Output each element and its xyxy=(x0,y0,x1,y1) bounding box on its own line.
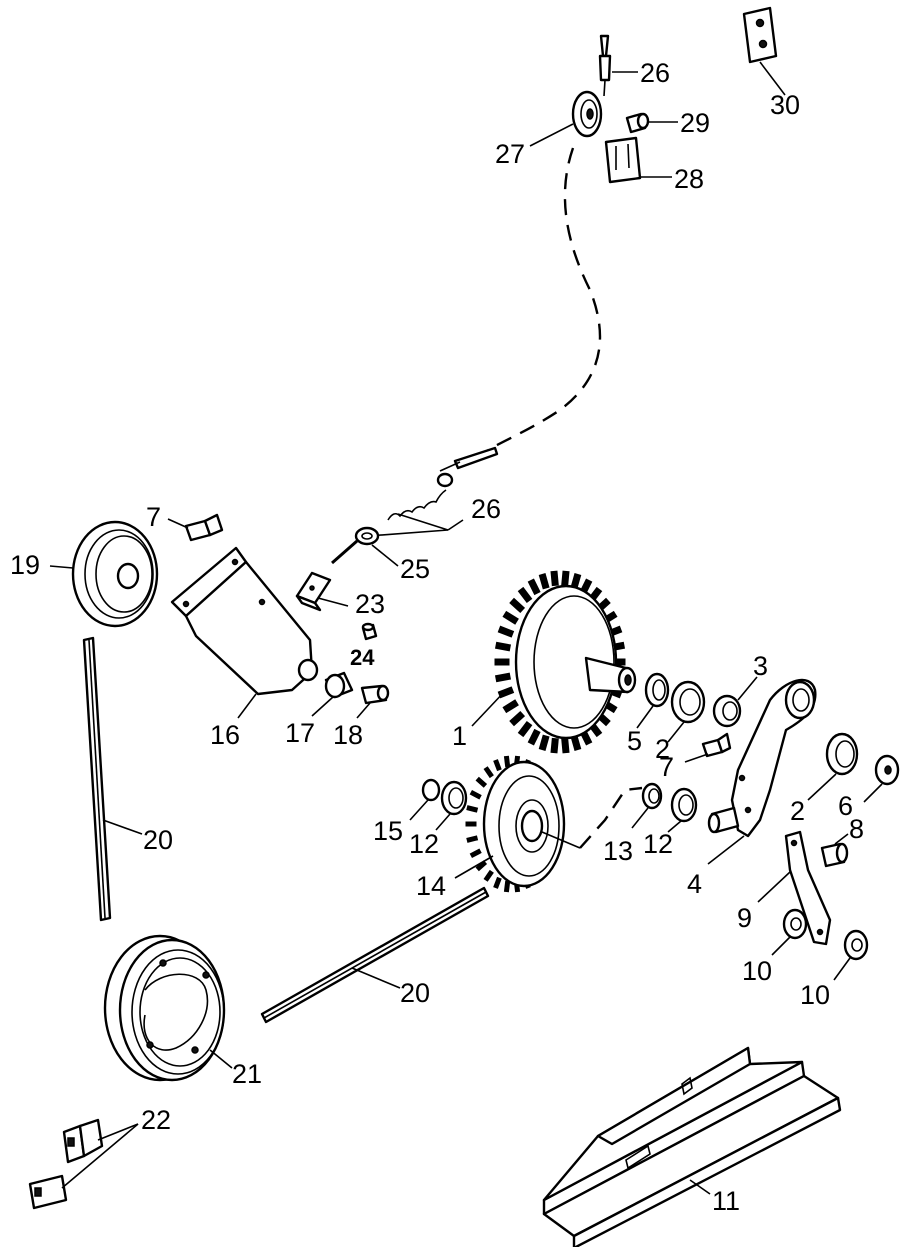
part-26-cable-end xyxy=(598,34,638,97)
cable-dashed-line xyxy=(487,147,602,452)
part-22-clips xyxy=(28,1118,139,1210)
part-24-bushing xyxy=(361,622,378,641)
part-20-key-vertical xyxy=(82,636,143,922)
label-25: 25 xyxy=(400,554,430,584)
part-7-clip-lower xyxy=(684,732,732,763)
label-10-right: 10 xyxy=(800,980,830,1010)
label-3: 3 xyxy=(753,651,768,681)
part-28-bracket xyxy=(604,136,672,184)
label-27: 27 xyxy=(495,139,525,169)
part-5-ring xyxy=(636,672,670,729)
part-25-eye-bolt xyxy=(331,526,399,567)
label-19: 19 xyxy=(10,550,40,580)
part-21-large-pulley xyxy=(103,934,233,1082)
label-5: 5 xyxy=(627,726,642,756)
part-14-gear-pulley xyxy=(454,755,581,893)
label-13: 13 xyxy=(603,836,633,866)
label-2-right: 2 xyxy=(790,796,805,826)
part-27-pulley xyxy=(529,90,603,147)
part-17-bushing xyxy=(311,671,354,717)
label-14: 14 xyxy=(416,871,446,901)
part-23-bracket xyxy=(295,571,349,612)
part-2-bearing-right xyxy=(807,732,859,801)
label-20-vertical: 20 xyxy=(143,825,173,855)
part-1-sprocket xyxy=(471,570,637,754)
part-15-snap-ring xyxy=(409,778,441,821)
label-30: 30 xyxy=(770,90,800,120)
label-7-upper: 7 xyxy=(146,502,161,532)
label-21: 21 xyxy=(232,1059,262,1089)
label-10-left: 10 xyxy=(742,956,772,986)
part-12-bearing-left xyxy=(435,780,468,831)
part-20-key-diagonal xyxy=(260,886,490,1024)
label-20-diagonal: 20 xyxy=(400,978,430,1008)
label-8: 8 xyxy=(849,814,864,844)
part-9-link xyxy=(757,830,832,946)
part-16-bracket xyxy=(170,546,319,719)
label-7-lower: 7 xyxy=(659,752,674,782)
label-26-top: 26 xyxy=(640,58,670,88)
label-9: 9 xyxy=(737,903,752,933)
part-4-idler-arm xyxy=(707,678,817,865)
label-2-upper: 2 xyxy=(655,734,670,764)
part-26-spring-assembly xyxy=(367,446,499,537)
label-26-mid: 26 xyxy=(471,494,501,524)
part-10-washer-right xyxy=(833,929,869,981)
label-11: 11 xyxy=(712,1186,740,1216)
label-1: 1 xyxy=(452,721,467,751)
part-12-bearing-right xyxy=(667,787,698,833)
part-29-bushing xyxy=(625,112,678,134)
label-16: 16 xyxy=(210,720,240,750)
part-2-bearing-upper xyxy=(667,680,706,743)
part-3-bushing xyxy=(712,676,758,728)
label-12-right: 12 xyxy=(643,829,673,859)
part-6-washer xyxy=(863,754,900,803)
part-11-channel xyxy=(542,1046,842,1247)
part-8-bushing xyxy=(820,833,849,868)
label-17: 17 xyxy=(285,718,315,748)
label-18: 18 xyxy=(333,720,363,750)
part-13-ring xyxy=(579,782,663,849)
part-7-clip-upper xyxy=(167,513,224,542)
label-6: 6 xyxy=(838,791,853,821)
label-24: 24 xyxy=(350,645,375,670)
label-28: 28 xyxy=(674,164,704,194)
part-30-plate xyxy=(742,6,786,96)
label-12-left: 12 xyxy=(409,829,439,859)
part-18-bushing xyxy=(356,684,390,719)
part-19-pulley xyxy=(49,520,159,628)
label-23: 23 xyxy=(355,589,385,619)
label-22: 22 xyxy=(141,1105,171,1135)
label-15: 15 xyxy=(373,816,403,846)
label-4: 4 xyxy=(687,869,702,899)
label-29: 29 xyxy=(680,108,710,138)
part-10-washer-left xyxy=(771,908,808,956)
